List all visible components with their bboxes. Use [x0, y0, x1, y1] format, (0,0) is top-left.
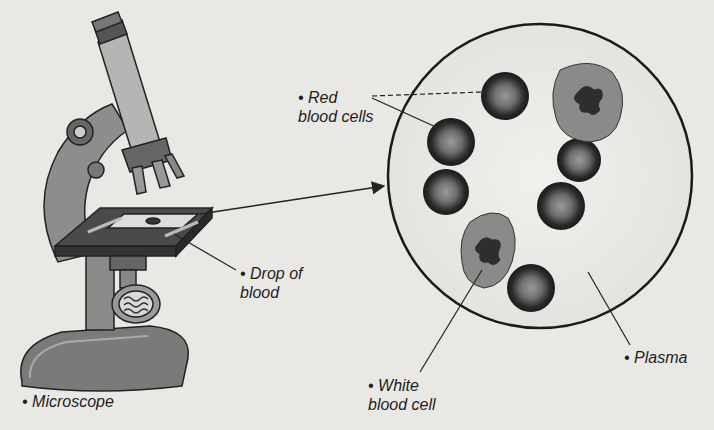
- white-blood-cells: [461, 63, 623, 288]
- magnified-field: [388, 24, 692, 328]
- part-label: • Plasma: [624, 348, 687, 367]
- leader-lines: [174, 92, 630, 372]
- part-label: • Red blood cells: [298, 88, 378, 126]
- part-label: • Drop of blood: [240, 264, 320, 302]
- view-arrow: [200, 186, 384, 214]
- part-label: • Microscope: [22, 392, 114, 411]
- microscope: [21, 12, 212, 391]
- part-label: • White blood cell: [368, 376, 450, 414]
